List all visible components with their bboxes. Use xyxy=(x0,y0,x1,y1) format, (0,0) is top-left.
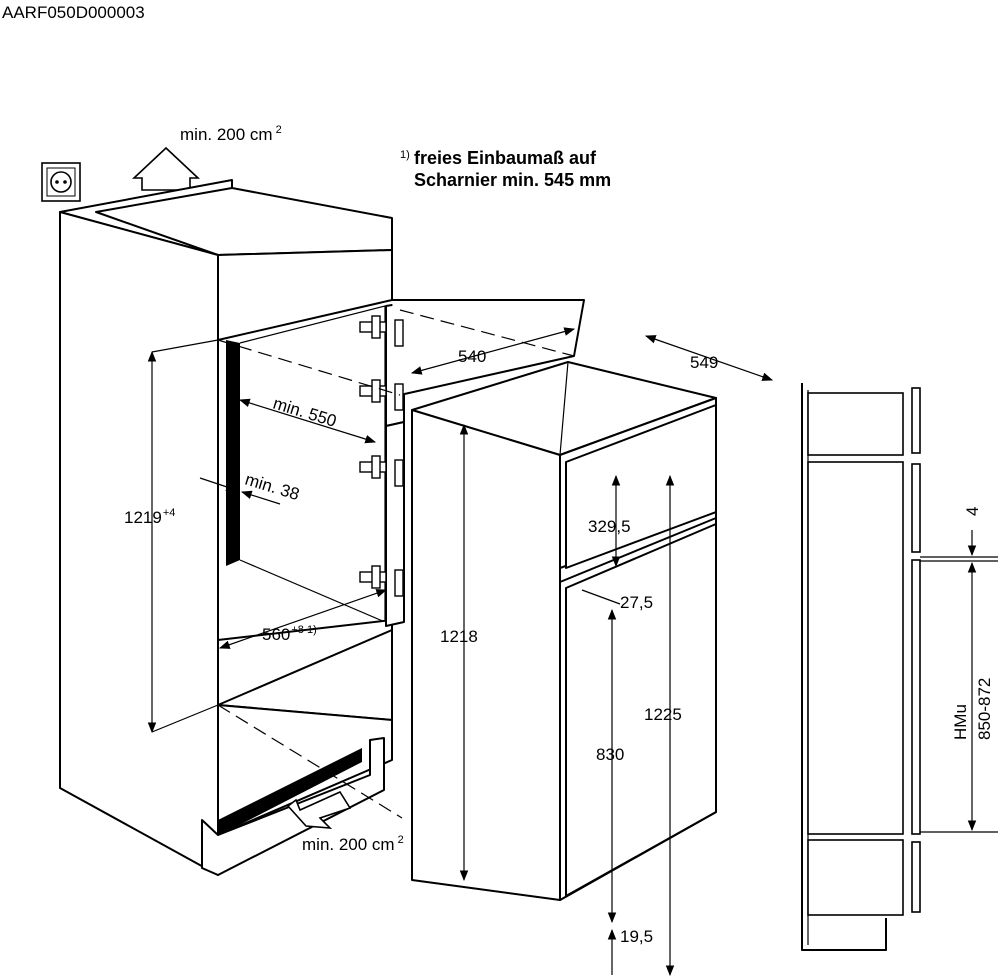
hinge-4 xyxy=(359,565,404,597)
dimension-lines xyxy=(147,327,977,977)
dim-lower-door: 830 xyxy=(596,745,624,764)
dim-bottom-offset: 19,5 xyxy=(620,927,653,946)
dim-total-depth: 549 xyxy=(690,353,718,372)
dim-upper-door: 329,5 xyxy=(588,517,631,536)
dim-body-height: 1218 xyxy=(440,627,478,646)
note-line-1: freies Einbaumaß auf xyxy=(414,148,597,168)
dim-min-depth: min. 550 xyxy=(271,394,339,431)
cabinet-housing xyxy=(59,179,393,876)
dim-niche-width: 560+8 1) xyxy=(262,624,317,644)
dim-hmu-range: 850-872 xyxy=(975,678,994,740)
dim-side-gap: 4 xyxy=(963,507,982,516)
hinge-1 xyxy=(359,315,404,347)
note-line-2: Scharnier min. 545 mm xyxy=(414,170,611,190)
power-socket-icon xyxy=(41,162,81,202)
dim-door-depth: 540 xyxy=(458,347,486,366)
document-id: AARF050D000003 xyxy=(2,3,145,22)
air-outlet-arrow-icon xyxy=(131,146,201,191)
dim-niche-height: 1219+4 xyxy=(124,507,175,527)
guide-line xyxy=(217,704,403,819)
dim-hmu-label: HMu xyxy=(951,704,970,740)
side-profile-view xyxy=(801,383,998,951)
guide-line xyxy=(217,339,401,396)
dim-total-height: 1225 xyxy=(644,705,682,724)
air-inlet-arrow-icon xyxy=(286,790,352,829)
dim-door-gap: 27,5 xyxy=(620,593,653,612)
appliance-fridge xyxy=(411,361,717,901)
dim-min-gap: min. 38 xyxy=(243,470,302,504)
hinge-3 xyxy=(359,455,404,487)
note-marker: 1) xyxy=(400,149,410,161)
